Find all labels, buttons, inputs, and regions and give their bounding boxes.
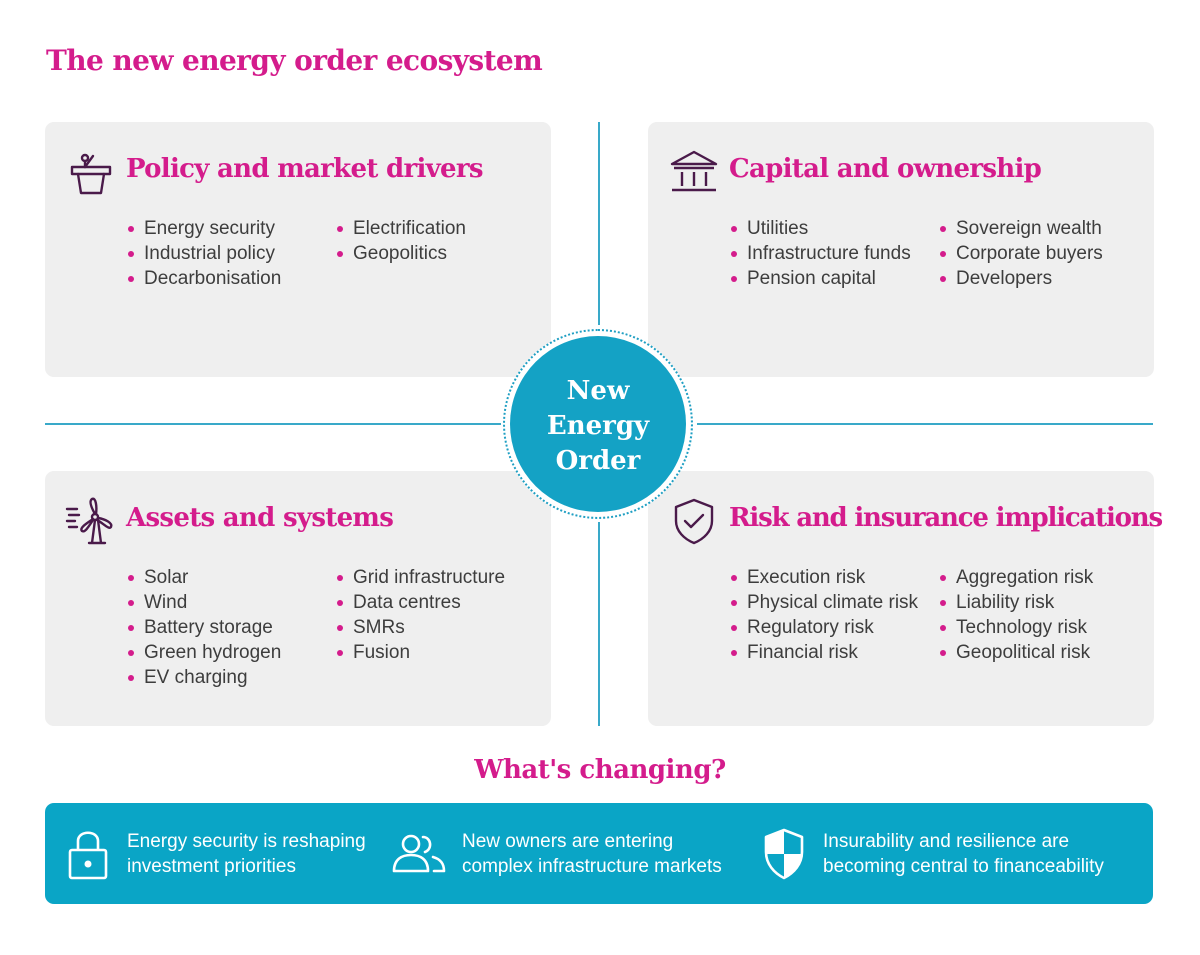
list-item: Solar (126, 565, 281, 590)
list-item: Aggregation risk (938, 565, 1093, 590)
bullet-list: Grid infrastructure Data centres SMRs Fu… (335, 565, 505, 665)
list-item: Fusion (335, 640, 505, 665)
bullet-list: Solar Wind Battery storage Green hydroge… (126, 565, 281, 690)
center-circle: New Energy Order (510, 336, 686, 512)
change-text: Energy security is reshaping investment … (127, 831, 366, 877)
list-item: Electrification (335, 216, 466, 241)
connector-line-bottom (598, 522, 600, 726)
list-item: Industrial policy (126, 241, 281, 266)
connector-line-right (697, 423, 1153, 425)
list-item: Wind (126, 590, 281, 615)
quadrant-policy: Policy and market drivers Energy securit… (45, 122, 551, 377)
change-text: New owners are entering complex infrastr… (462, 831, 722, 877)
wind-turbine-icon (65, 497, 113, 545)
list-item: SMRs (335, 615, 505, 640)
list-item: Execution risk (729, 565, 918, 590)
bullet-list: Energy security Industrial policy Decarb… (126, 216, 281, 291)
quadrant-assets: Assets and systems Solar Wind Battery st… (45, 471, 551, 726)
list-item: Utilities (729, 216, 911, 241)
lock-icon (68, 831, 108, 880)
connector-line-left (45, 423, 501, 425)
list-item: Decarbonisation (126, 266, 281, 291)
list-item: Financial risk (729, 640, 918, 665)
connector-line-top (598, 122, 600, 325)
bullet-list: Utilities Infrastructure funds Pension c… (729, 216, 911, 291)
shield-icon (764, 828, 804, 880)
list-item: Battery storage (126, 615, 281, 640)
quadrant-title: Assets and systems (126, 503, 394, 533)
list-item: Green hydrogen (126, 640, 281, 665)
change-text: Insurability and resilience are becoming… (823, 831, 1104, 877)
bullet-list: Aggregation risk Liability risk Technolo… (938, 565, 1093, 665)
section-title: What's changing? (474, 755, 726, 785)
shield-check-icon (674, 498, 714, 545)
list-item: Geopolitical risk (938, 640, 1093, 665)
list-item: Regulatory risk (729, 615, 918, 640)
list-item: Technology risk (938, 615, 1093, 640)
bullet-list: Sovereign wealth Corporate buyers Develo… (938, 216, 1103, 291)
quadrant-title: Capital and ownership (729, 154, 1042, 184)
changes-banner: Energy security is reshaping investment … (45, 803, 1153, 904)
center-label: New Energy Order (546, 375, 650, 476)
bullet-list: Execution risk Physical climate risk Reg… (729, 565, 918, 665)
page-title: The new energy order ecosystem (46, 44, 543, 77)
quadrant-title: Risk and insurance implications (729, 503, 1163, 533)
list-item: Geopolitics (335, 241, 466, 266)
list-item: Physical climate risk (729, 590, 918, 615)
list-item: EV charging (126, 665, 281, 690)
list-item: Liability risk (938, 590, 1093, 615)
list-item: Developers (938, 266, 1103, 291)
list-item: Energy security (126, 216, 281, 241)
quadrant-capital: Capital and ownership Utilities Infrastr… (648, 122, 1154, 377)
list-item: Pension capital (729, 266, 911, 291)
podium-icon (70, 153, 112, 195)
list-item: Data centres (335, 590, 505, 615)
quadrant-risk: Risk and insurance implications Executio… (648, 471, 1163, 726)
bank-icon (670, 150, 718, 192)
people-icon (392, 834, 446, 873)
list-item: Corporate buyers (938, 241, 1103, 266)
quadrant-title: Policy and market drivers (126, 154, 484, 184)
bullet-list: Electrification Geopolitics (335, 216, 466, 266)
list-item: Infrastructure funds (729, 241, 911, 266)
list-item: Sovereign wealth (938, 216, 1103, 241)
list-item: Grid infrastructure (335, 565, 505, 590)
